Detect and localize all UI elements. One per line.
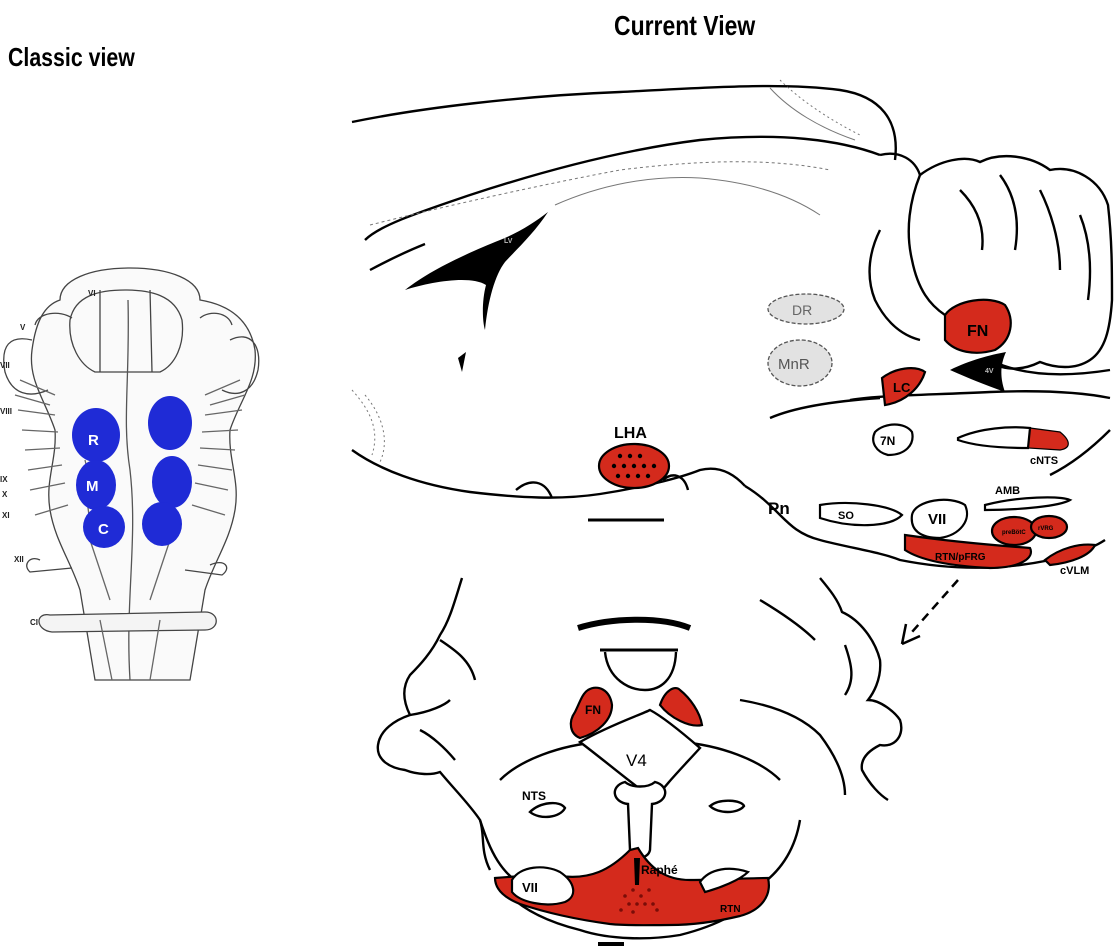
classic-brainstem-drawing (4, 268, 259, 680)
nucleus-m-right (152, 456, 192, 508)
label-so: SO (838, 510, 854, 522)
region-nts-tube (958, 427, 1030, 448)
nucleus-r-label: R (88, 432, 99, 449)
lateral-ventricle-label: LV (504, 238, 513, 245)
region-cvlm (1045, 545, 1095, 565)
region-cnts (1028, 428, 1068, 450)
third-ventricle-mark (458, 352, 466, 372)
nerve-label-vii: VII (0, 361, 10, 370)
nucleus-r-right (148, 396, 192, 450)
nerve-label-v: V (20, 323, 26, 332)
region-mnr-label: MnR (778, 356, 810, 373)
nerve-label-x: X (2, 490, 8, 499)
nucleus-c-right (142, 502, 182, 546)
label-fn-coronal: FN (585, 703, 601, 717)
nucleus-c-label: C (98, 521, 109, 538)
region-amb (985, 497, 1070, 510)
label-pn: Pn (768, 499, 790, 518)
nerve-label-ix: IX (0, 475, 8, 484)
label-rtn-pfrg: RTN/pFRG (935, 552, 986, 563)
region-so (820, 503, 902, 525)
label-rvrg: rVRG (1038, 526, 1054, 532)
label-vii-coronal: VII (522, 880, 538, 895)
label-v4: V4 (626, 751, 647, 770)
nerve-label-ci: CI (30, 618, 38, 627)
fourth-ventricle-label: 4V (985, 368, 994, 375)
nucleus-m-label: M (86, 478, 99, 495)
label-rtn-coronal: RTN (720, 904, 741, 915)
label-vii-sag: VII (928, 511, 946, 528)
label-amb: AMB (995, 485, 1020, 497)
label-lha: LHA (614, 425, 647, 442)
label-raphe: Raphé (641, 863, 678, 877)
section-arrow (902, 580, 958, 644)
raphe-midline-mark (634, 858, 640, 885)
region-nts-coronal (530, 803, 565, 817)
label-cnts: cNTS (1030, 455, 1058, 467)
fourth-ventricle (950, 352, 1006, 392)
label-7n: 7N (880, 434, 895, 448)
nerve-label-xi: XI (2, 511, 10, 520)
label-nts-coronal: NTS (522, 789, 546, 803)
nerve-label-xii: XII (14, 555, 24, 564)
nerve-label-vi: VI (88, 289, 96, 298)
label-lc: LC (893, 380, 911, 395)
nerve-label-viii: VIII (0, 407, 12, 416)
region-dr-label: DR (792, 302, 812, 318)
label-cvlm: cVLM (1060, 565, 1089, 577)
label-fn-sag: FN (967, 323, 988, 340)
label-prebotc: preBötC (1002, 530, 1026, 536)
lateral-ventricle (405, 212, 548, 330)
